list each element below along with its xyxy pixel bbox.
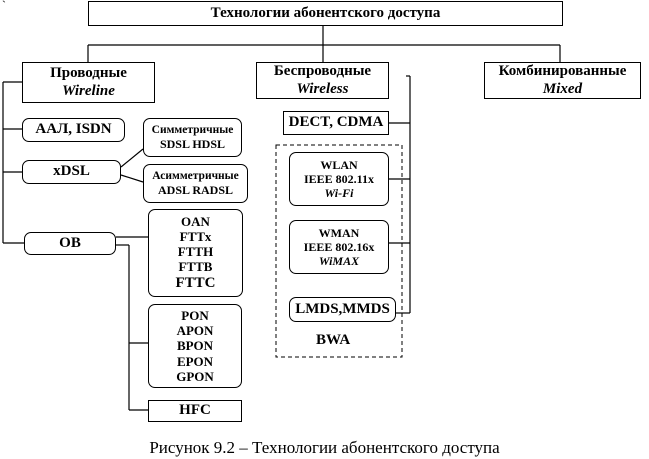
aal-isdn-box: AАЛ, ISDN — [22, 118, 125, 142]
lmds-mmds-box: LMDS,MMDS — [289, 297, 396, 322]
pon-item-4: GPON — [176, 368, 214, 384]
fttx-item-0: OAN — [181, 213, 210, 229]
aal-isdn-label: AАЛ, ISDN — [35, 121, 112, 138]
symmetric-label: Симметричные — [151, 123, 234, 136]
figure-caption: Рисунок 9.2 – Технологии абонентского до… — [149, 438, 500, 457]
fttx-item-3: FTTB — [178, 259, 213, 275]
symmetric-dsl-box: Симметричные SDSL HDSL — [143, 118, 242, 157]
wman-brand: WiMAX — [318, 254, 360, 269]
dect-cdma-box: DECT, CDMA — [283, 111, 389, 135]
pon-box: PON APON BPON EPON GPON — [148, 304, 242, 388]
pon-item-3: EPON — [176, 353, 214, 369]
lmds-mmds-label: LMDS,MMDS — [295, 300, 390, 317]
bwa-group-label: BWA — [316, 332, 351, 348]
bwa-group-frame — [275, 144, 403, 358]
ob-box: OB — [24, 232, 116, 255]
hfc-box: HFC — [148, 400, 242, 422]
connector-xdsl-sym — [120, 148, 144, 168]
ob-label: OB — [59, 234, 81, 251]
mixed-category-box: Комбинированные Mixed — [484, 62, 641, 99]
pon-item-1: APON — [176, 323, 214, 338]
asymmetric-types: ADSL RADSL — [157, 183, 234, 198]
wlan-brand: Wi-Fi — [324, 186, 354, 201]
xdsl-box: xDSL — [22, 160, 121, 184]
wman-box: WMAN IEEE 802.16x WiMAX — [289, 220, 389, 274]
mixed-label-en: Mixed — [542, 80, 583, 97]
fttc-label: FTTC — [175, 274, 216, 291]
wlan-box: WLAN IEEE 802.11x Wi-Fi — [289, 152, 389, 206]
wireless-label-ru: Беспроводные — [273, 62, 372, 79]
pon-item-2: BPON — [176, 338, 214, 354]
symmetric-types: SDSL HDSL — [159, 137, 226, 152]
wireline-label-en: Wireline — [62, 82, 115, 99]
asymmetric-dsl-box: Асимметричные ADSL RADSL — [143, 164, 248, 203]
asymmetric-label: Асимметричные — [152, 169, 239, 182]
fttx-item-2: FTTH — [177, 244, 214, 260]
wireless-label-en: Wireless — [296, 80, 349, 97]
diagram-title: Технологии абонентского доступа — [210, 4, 441, 21]
mixed-label-ru: Комбинированные — [498, 62, 627, 79]
wlan-label: WLAN — [320, 157, 358, 172]
corner-mark: ` — [2, 0, 6, 12]
title-box: Технологии абонентского доступа — [88, 1, 563, 26]
wman-standard: IEEE 802.16x — [303, 239, 375, 254]
wireless-category-box: Беспроводные Wireless — [256, 62, 389, 99]
xdsl-label: xDSL — [53, 163, 90, 180]
wlan-standard: IEEE 802.11x — [303, 171, 375, 186]
wman-label: WMAN — [318, 225, 360, 240]
wireline-label-ru: Проводные — [50, 64, 127, 81]
wireline-category-box: Проводные Wireline — [22, 62, 155, 103]
fttx-item-1: FTTx — [179, 228, 212, 244]
dect-cdma-label: DECT, CDMA — [288, 114, 384, 131]
hfc-label: HFC — [179, 402, 211, 419]
connector-xdsl-asym — [120, 174, 144, 183]
pon-item-0: PON — [181, 307, 209, 323]
fttx-box: OAN FTTx FTTH FTTB FTTC — [148, 209, 243, 297]
